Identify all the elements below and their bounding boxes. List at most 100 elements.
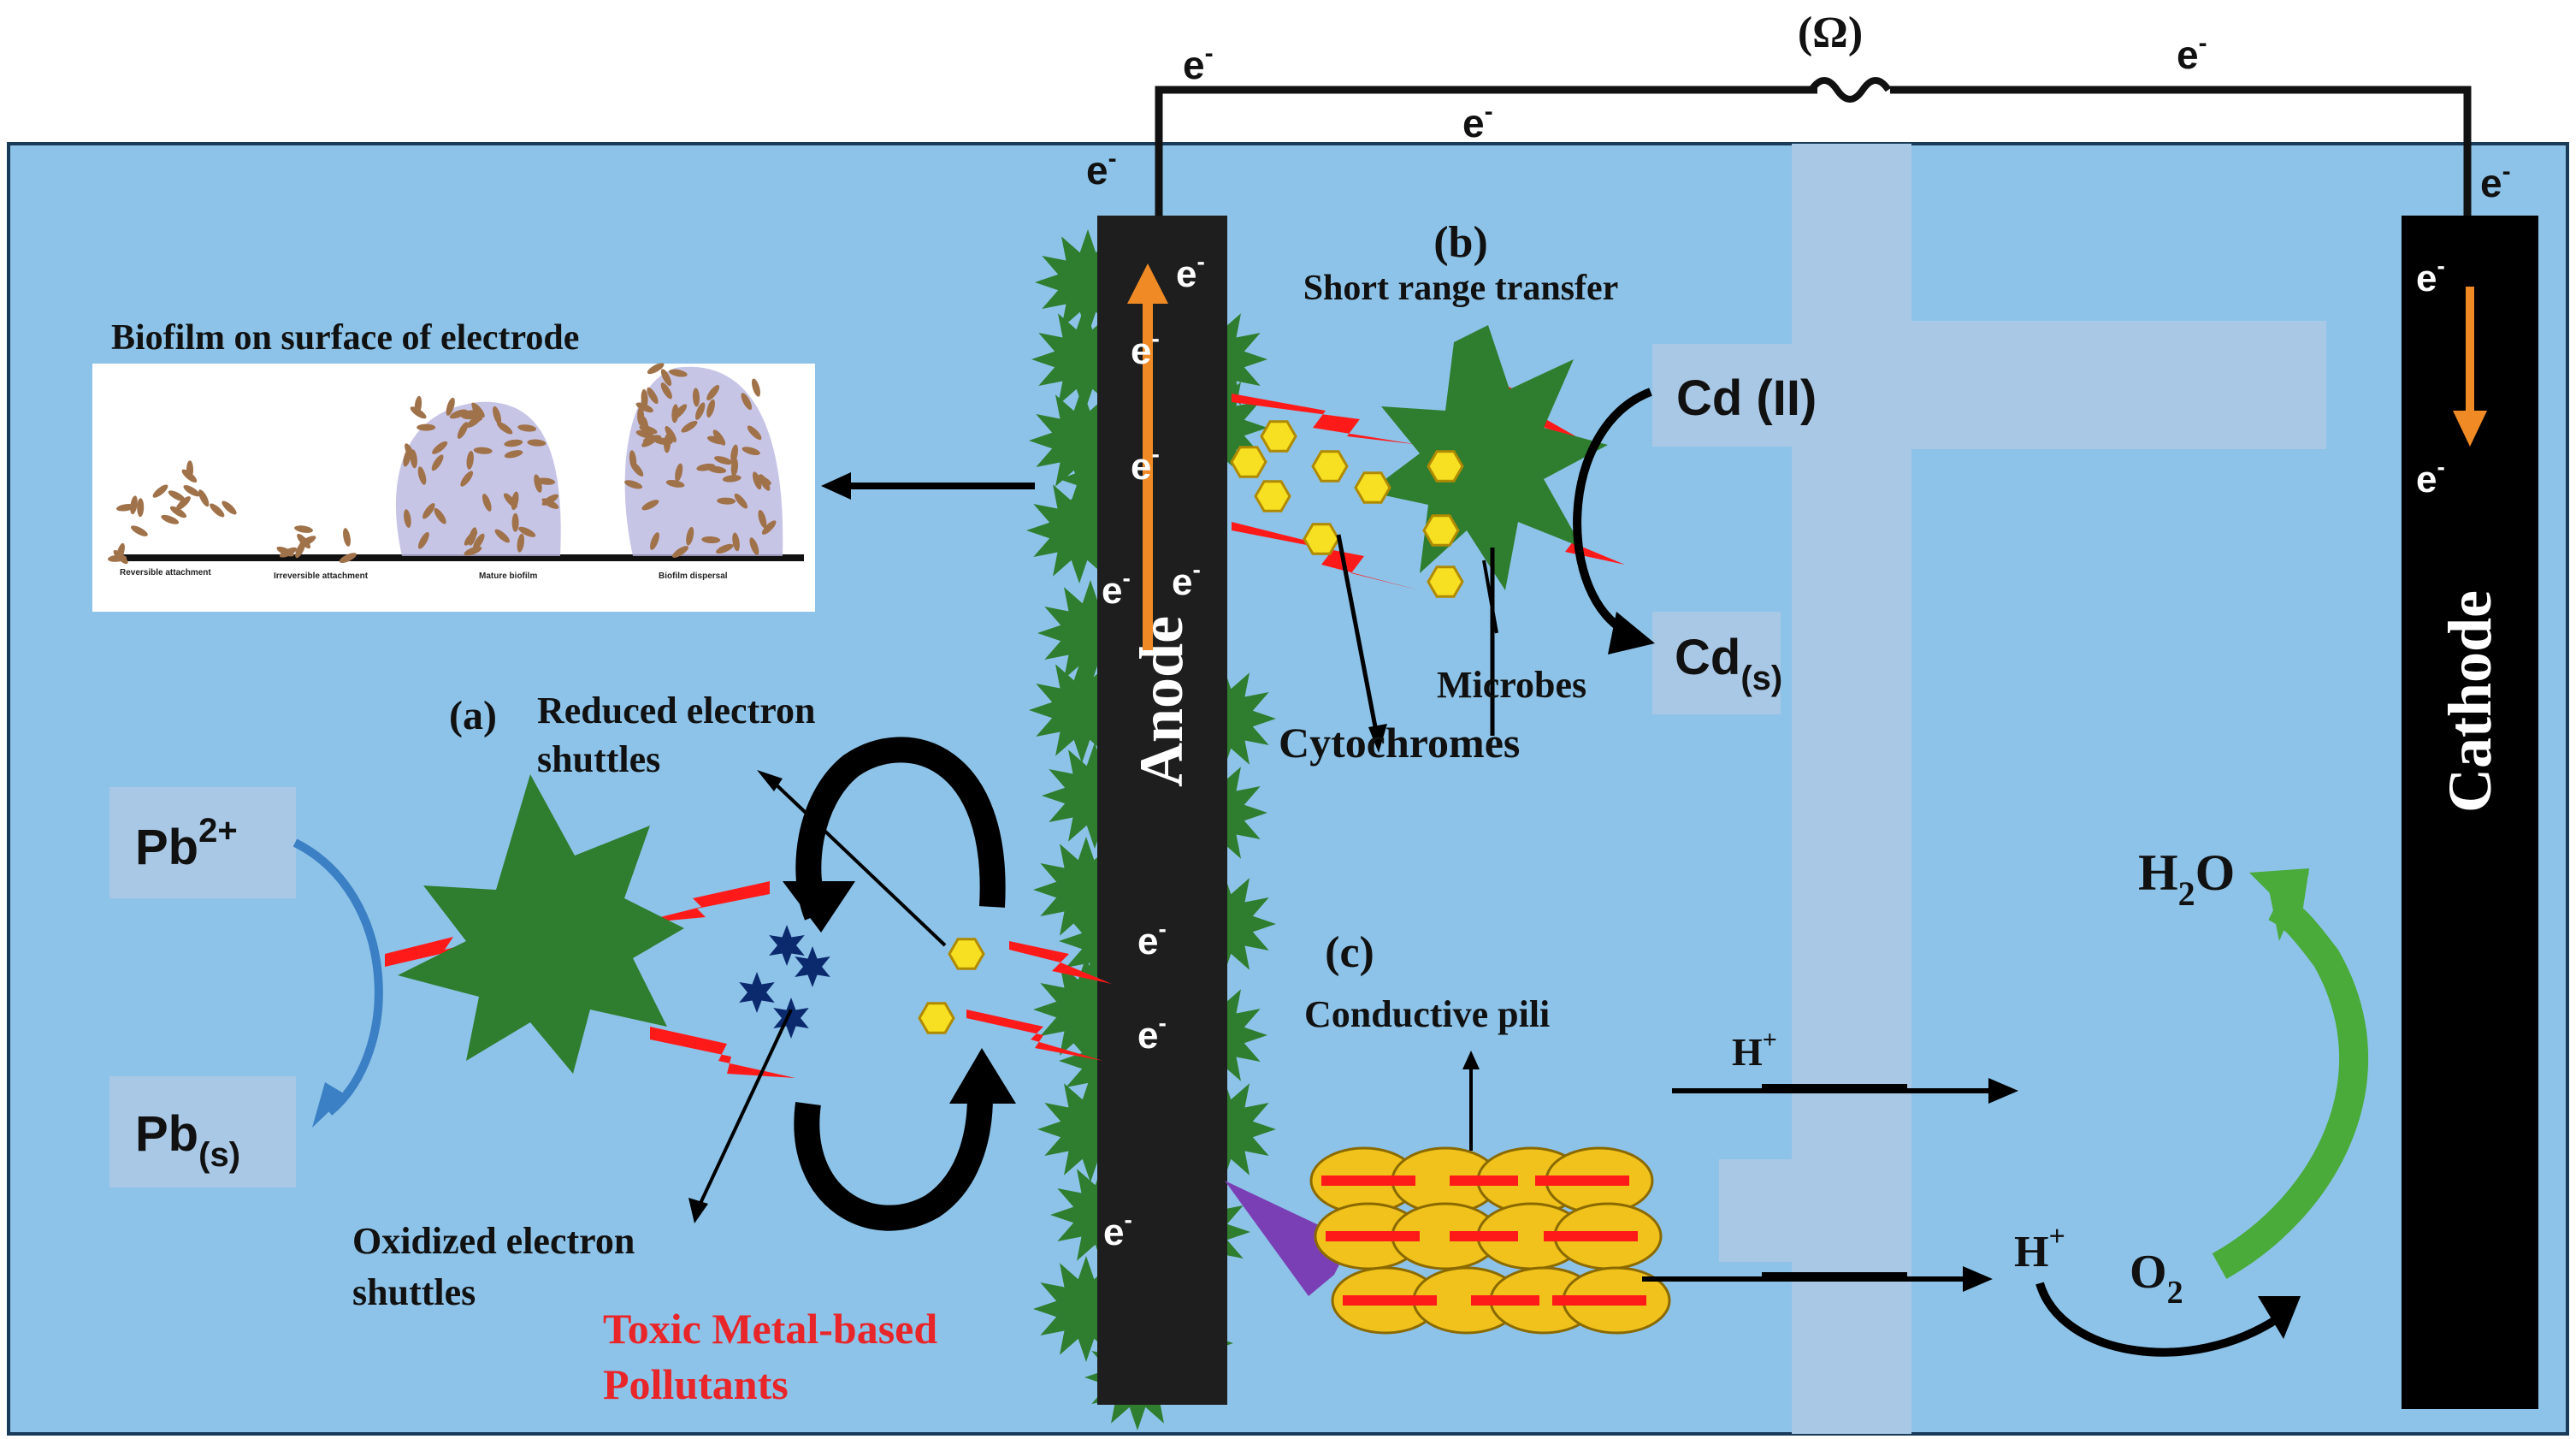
reduced-shuttles-line2: shuttles	[537, 738, 660, 780]
bacterium-icon	[466, 450, 474, 470]
lightning-icon	[633, 881, 770, 924]
bacterium-icon	[403, 448, 411, 467]
pili-bar	[1535, 1175, 1629, 1186]
cd-ion: Cd (II)	[1676, 370, 1817, 426]
resistor-label: (Ω)	[1798, 9, 1863, 57]
anode-electron-arrow	[1127, 264, 1168, 650]
pili-bar	[1552, 1295, 1646, 1306]
bacterium-icon	[297, 533, 311, 549]
pili-pointer	[1462, 1051, 1480, 1151]
biofilm-stage-label: Biofilm dispersal	[659, 571, 728, 581]
bacterium-icon	[464, 530, 478, 546]
cytochrome-icon	[1230, 446, 1267, 478]
bacterium-icon	[641, 500, 659, 511]
microbes-label: Microbes	[1437, 664, 1586, 706]
bacterium-icon	[410, 449, 417, 469]
bacterium-icon	[482, 493, 492, 512]
bacterium-icon	[457, 422, 469, 439]
wire-electron-labels: e- e- e- e- e-	[1086, 29, 2511, 205]
pollutants-line1: Toxic Metal-based	[603, 1305, 937, 1353]
cytochrome-icon	[1427, 566, 1464, 598]
pili-bar	[1326, 1231, 1420, 1241]
pili-bar	[1544, 1231, 1638, 1241]
electron-label: e-	[1183, 39, 1214, 87]
electron-label: e-	[1131, 441, 1160, 488]
cytochrome-pointer	[1336, 534, 1498, 753]
microbe-icon	[1031, 306, 1137, 412]
dispersal-biofilm-icon	[624, 366, 783, 556]
bacterium-icon	[494, 529, 511, 543]
anode-electrode	[1097, 216, 1227, 1405]
bacterium-icon	[672, 546, 688, 558]
bacterium-icon	[741, 393, 753, 411]
bacterium-icon	[279, 547, 298, 558]
bacterium-icon	[511, 512, 519, 532]
electron-label: e-	[2480, 157, 2511, 205]
bacterium-icon	[446, 397, 455, 416]
cytochrome-icon	[1254, 480, 1291, 512]
bacterium-icon	[671, 404, 679, 423]
bacterium-icon	[168, 490, 186, 501]
cathode-label: Cathode	[2436, 590, 2504, 813]
microbe-icon	[1033, 1256, 1139, 1362]
external-circuit	[1155, 77, 2472, 218]
short-range-title: Short range transfer	[1303, 269, 1619, 308]
bacterium-icon	[294, 525, 313, 533]
lightning-icon	[1232, 522, 1420, 590]
oxidized-shuttle-icon	[769, 925, 805, 966]
microbe-icon	[1037, 580, 1143, 686]
microbe-icon	[1026, 477, 1132, 583]
biofilm-stage-label: Reversible attachment	[120, 568, 211, 577]
bacterium-icon	[339, 553, 357, 563]
cytochrome-icon	[1311, 450, 1349, 483]
bacterium-icon	[152, 484, 168, 498]
oxidized-shuttle-icon	[739, 972, 775, 1013]
biofilm-stage-label: Irreversible attachment	[274, 571, 369, 581]
bacterium-icon	[692, 388, 700, 407]
cd-solid: Cd(s)	[1675, 630, 1782, 697]
bacterium-icon	[161, 514, 180, 524]
bacterium-icon	[712, 429, 726, 446]
bacterium-icon	[624, 480, 643, 489]
bacterium-icon	[647, 387, 659, 405]
microbe-icon	[1042, 743, 1148, 849]
section-b-tag: (b)	[1433, 218, 1488, 267]
pili-title: Conductive pili	[1304, 993, 1550, 1035]
cd-ion-box	[1652, 344, 1839, 447]
bacterium-icon	[113, 550, 128, 565]
pb-ion: Pb2+	[135, 812, 238, 875]
reduced-shuttle-icon	[918, 1002, 955, 1034]
bacterium-icon	[669, 369, 688, 377]
bacterium-icon	[473, 533, 485, 550]
water-formation-arrow	[2212, 868, 2369, 1279]
electron-label: e-	[1102, 565, 1131, 612]
bacterium-icon	[696, 463, 716, 471]
bacterium-icon	[198, 489, 210, 507]
microbe-icon	[1033, 837, 1139, 943]
bacterium-icon	[131, 525, 148, 536]
section-c-tag: (c)	[1325, 928, 1374, 977]
microbe-icon	[1037, 1076, 1143, 1182]
bacterium-icon	[464, 546, 482, 556]
bacterium-icon	[460, 471, 474, 487]
bacterium-icon	[681, 420, 698, 433]
electron-label: e-	[1172, 556, 1201, 603]
cd-solid-box	[1652, 612, 1781, 714]
biofilm-stage-label: Mature biofilm	[479, 571, 537, 581]
electron-label: e-	[1131, 325, 1160, 372]
bacterium-icon	[181, 469, 198, 483]
oxidized-shuttle-icon	[773, 998, 809, 1039]
bacterium-icon	[753, 474, 771, 486]
bacterium-icon	[660, 369, 672, 387]
bacterium-icon	[473, 447, 493, 454]
cytochromes-label: Cytochromes	[1279, 719, 1520, 767]
pili-connector	[1225, 1181, 1351, 1296]
bacterium-icon	[222, 500, 237, 515]
lightning-icon	[1232, 394, 1420, 445]
bacterium-icon	[210, 503, 225, 518]
bacterium-icon	[536, 477, 556, 485]
bacterium-icon	[741, 447, 760, 455]
section-a-tag: (a)	[449, 693, 497, 738]
bacterium-icon	[504, 439, 523, 447]
